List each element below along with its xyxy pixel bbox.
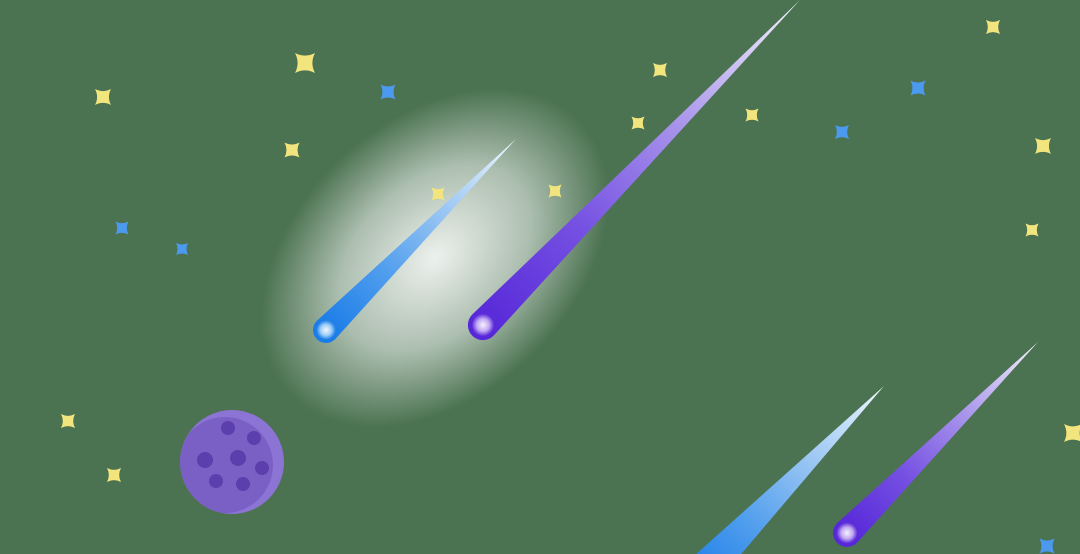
moon-crater [247, 431, 261, 445]
sparkle-star-yellow-icon [284, 142, 300, 158]
sparkle-star-yellow-icon [1035, 138, 1051, 154]
moon-crater [221, 421, 235, 435]
moon-body-group [180, 417, 273, 513]
moon-crater [236, 477, 250, 491]
sparkle-star-yellow-icon [745, 108, 759, 122]
sparkle-star-yellow-icon [548, 184, 562, 198]
sparkle-star-blue-icon [176, 243, 188, 255]
sparkle-star-yellow-icon [107, 468, 121, 482]
sparkle-star-yellow-icon [431, 187, 445, 201]
moon-crater [255, 461, 269, 475]
comet-purple-lower-body [832, 342, 1038, 548]
comet-purple-upper-body [467, 0, 800, 341]
moon-layer [180, 410, 284, 514]
sparkle-star-blue-icon [835, 125, 849, 139]
comet-blue-upper-body [312, 139, 516, 344]
comets-layer [312, 0, 1038, 554]
sparkle-star-blue-icon [1039, 538, 1055, 554]
sparkle-star-yellow-icon [986, 20, 1000, 34]
sparkle-star-yellow-icon [631, 116, 645, 130]
sparkle-star-blue-icon [115, 221, 129, 235]
sparkle-star-yellow-icon [653, 63, 667, 77]
comet-blue-lower [696, 386, 884, 554]
sparkle-star-blue-icon [910, 80, 926, 96]
sparkle-star-yellow-icon [95, 89, 111, 105]
moon [180, 410, 284, 514]
moon-crater [230, 450, 246, 466]
moon-crater [209, 474, 223, 488]
background-glow [261, 88, 609, 428]
moon-crater [197, 452, 213, 468]
comet-purple-lower [832, 342, 1038, 548]
stars-layer [61, 20, 1080, 554]
comet-purple-upper [467, 0, 800, 341]
comet-blue-upper-head-glow [313, 317, 339, 343]
comet-purple-lower-head-glow [833, 519, 861, 547]
comet-blue-upper [312, 139, 516, 344]
sparkle-star-blue-icon [380, 84, 396, 100]
background-glow-layer [261, 88, 609, 428]
sparkle-star-yellow-icon [1064, 424, 1080, 443]
sparkle-star-yellow-icon [1025, 223, 1039, 237]
sparkle-star-yellow-icon [61, 414, 75, 428]
sparkle-star-yellow-icon [295, 53, 315, 73]
comet-blue-lower-body [696, 386, 884, 554]
comet-purple-upper-head-glow [468, 310, 498, 340]
